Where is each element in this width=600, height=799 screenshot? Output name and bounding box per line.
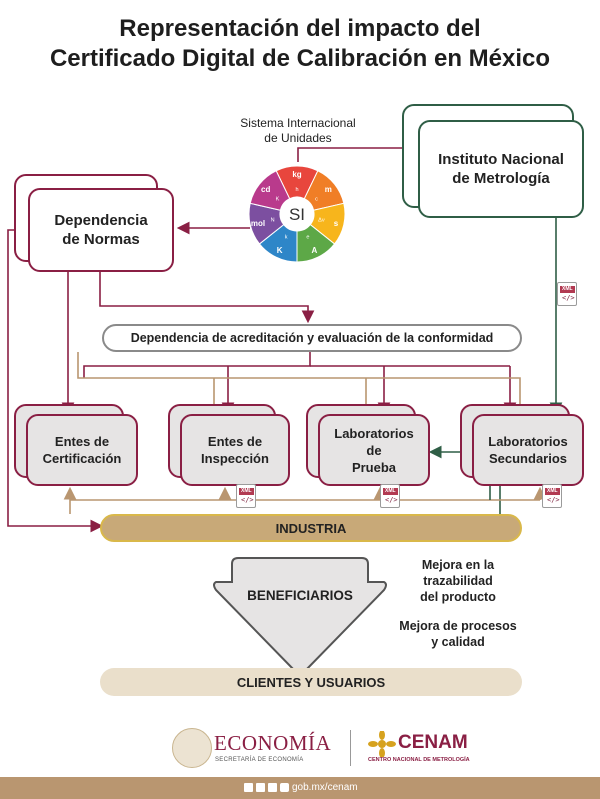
inm-box: Instituto Nacional de Metrología	[418, 120, 584, 218]
industria-bar: INDUSTRIA	[100, 514, 522, 542]
clientes-label: CLIENTES Y USUARIOS	[236, 674, 386, 690]
entes-insp-box: Entes de Inspección	[180, 414, 290, 486]
twitter-icon[interactable]	[256, 783, 265, 792]
footer-bar	[0, 777, 600, 799]
acreditacion-box: Dependencia de acreditación y evaluación…	[102, 324, 522, 352]
lab-prueba-label-line-1: Laboratorios de	[334, 425, 414, 458]
xml-file-icon: XML</>	[380, 484, 400, 508]
dnorm-box: Dependencia de Normas	[28, 188, 174, 272]
entes-insp-label-line-1: Entes de	[207, 434, 263, 449]
note-procesos-line-1: Mejora de procesos	[399, 619, 517, 633]
cenam-logo-subtitle: CENTRO NACIONAL DE METROLOGÍA	[368, 757, 470, 763]
inm-label-line-2: de Metrología	[452, 170, 550, 187]
logo-divider	[350, 730, 351, 766]
cenam-logo-text: CENAM	[398, 732, 468, 753]
si-unit-label: A	[311, 246, 317, 255]
entes-insp-label-line-2: Inspección	[201, 451, 269, 466]
si-constant-label: Δν	[318, 218, 325, 224]
cenam-flower-icon	[368, 730, 396, 758]
inm-label-line-1: Instituto Nacional	[438, 151, 564, 168]
social-icons	[244, 783, 289, 792]
si-constant-label: N	[271, 218, 275, 224]
si-unit-label: cd	[261, 185, 270, 194]
si-unit-label: s	[334, 219, 339, 228]
dnorm-label-line-2: de Normas	[62, 231, 140, 248]
dnorm-label-line-1: Dependencia	[54, 212, 148, 229]
si-unit-label: m	[325, 185, 332, 194]
si-constant-label: e	[306, 235, 309, 241]
economia-logo-text: ECONOMÍA	[214, 731, 332, 755]
si-constant-label: h	[295, 187, 298, 193]
si-segment	[249, 170, 291, 211]
si-caption-line-1: Sistema Internacional	[240, 116, 356, 130]
xml-file-tag: XML	[383, 488, 398, 495]
industria-label: INDUSTRIA	[275, 520, 347, 536]
acreditacion-label: Dependencia de acreditación y evaluación…	[130, 331, 494, 345]
note-trazabilidad-line-2: trazabilidad	[423, 574, 493, 588]
xml-file-icon: XML</>	[557, 282, 577, 306]
xml-file-tag: XML	[560, 286, 575, 293]
si-caption-line-2: de Unidades	[264, 131, 332, 145]
beneficiarios-arrow	[213, 557, 387, 675]
si-unit-label: kg	[292, 170, 301, 179]
entes-cert-label-line-1: Entes de	[54, 434, 110, 449]
xml-file-icon: XML</>	[542, 484, 562, 508]
xml-file-tag: XML	[239, 488, 254, 495]
clientes-bar: CLIENTES Y USUARIOS	[100, 668, 522, 696]
beneficiarios-label: BENEFICIARIOS	[247, 588, 353, 603]
si-center	[281, 198, 313, 230]
si-constant-label: k	[285, 235, 288, 241]
title-line-1: Representación del impacto del	[119, 15, 481, 42]
economia-logo-subtitle: SECRETARÍA DE ECONOMÍA	[215, 757, 304, 763]
footer-url-link[interactable]: gob.mx/cenam	[292, 782, 358, 793]
lab-sec-label-line-2: Secundarios	[488, 451, 568, 466]
si-constant-label: K	[276, 196, 280, 202]
lab-prueba-label-line-2: Prueba	[351, 459, 397, 475]
linkedin-icon[interactable]	[268, 783, 277, 792]
xml-file-icon: XML</>	[236, 484, 256, 508]
si-center-label: SI	[289, 205, 305, 224]
note-procesos-line-2: y calidad	[431, 635, 485, 649]
lab-sec-label-line-1: Laboratorios	[488, 434, 568, 449]
si-unit-label: mol	[251, 219, 265, 228]
si-unit-label: K	[277, 246, 283, 255]
note-trazabilidad-line-1: Mejora en la	[421, 558, 495, 572]
page-title: Representación del impacto del Certifica…	[0, 14, 600, 74]
lab-prueba-box: Laboratorios de Prueba	[318, 414, 430, 486]
facebook-icon[interactable]	[244, 783, 253, 792]
note-trazabilidad: Mejora en la trazabilidad del producto	[400, 557, 516, 605]
title-line-2: Certificado Digital de Calibración en Mé…	[49, 45, 551, 72]
si-constant-label: c	[315, 196, 318, 202]
youtube-icon[interactable]	[280, 783, 289, 792]
note-procesos: Mejora de procesos y calidad	[388, 618, 528, 650]
mexico-seal-icon	[172, 728, 212, 768]
si-caption: Sistema Internacional de Unidades	[218, 116, 378, 146]
entes-cert-label-line-2: Certificación	[42, 451, 122, 466]
lab-sec-box: Laboratorios Secundarios	[472, 414, 584, 486]
xml-file-tag: XML	[545, 488, 560, 495]
entes-cert-box: Entes de Certificación	[26, 414, 138, 486]
note-trazabilidad-line-3: del producto	[420, 590, 496, 604]
